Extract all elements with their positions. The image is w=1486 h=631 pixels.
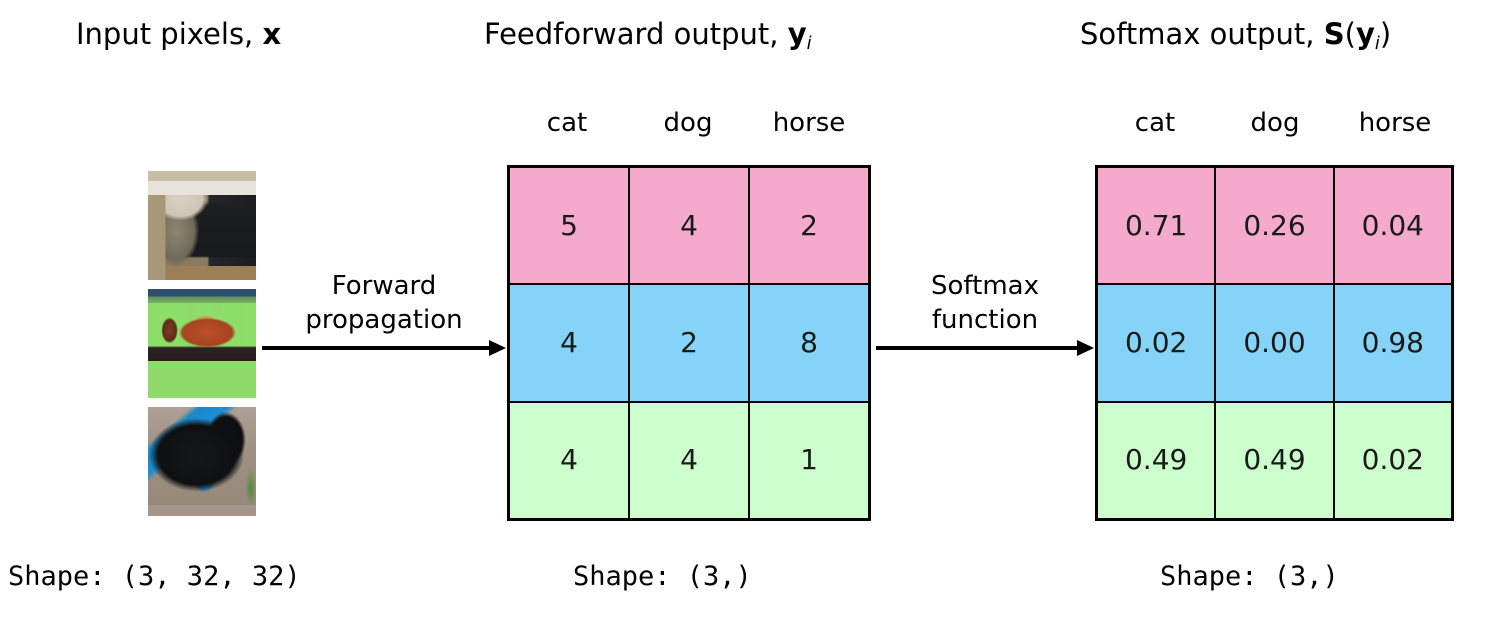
softmax-cell-r2c2: 0.00: [1216, 285, 1333, 401]
logits-cell-r2c2: 2: [630, 285, 748, 401]
softmax-title-subscript: i: [1374, 33, 1380, 55]
forward-propagation-label: Forward propagation: [262, 270, 506, 338]
logits-header-cat: cat: [546, 108, 588, 138]
softmax-cell-r2c3: 0.98: [1334, 285, 1451, 401]
feedforward-title-subscript: i: [806, 33, 812, 55]
softmax-arrow-line: [876, 346, 1077, 350]
logits-header-horse: horse: [772, 108, 846, 138]
softmax-cell-r3c1: 0.49: [1098, 402, 1215, 518]
logits-cell-r1c1: 5: [510, 168, 628, 284]
softmax-cell-r2c1: 0.02: [1098, 285, 1215, 401]
softmax-title-function: S: [1323, 17, 1345, 51]
feedforward-title-variable: y: [787, 17, 807, 51]
logits-cell-r1c2: 4: [630, 168, 748, 284]
softmax-cell-r1c1: 0.71: [1098, 168, 1215, 284]
forward-propagation-line2: propagation: [305, 305, 463, 336]
logits-cell-r1c3: 2: [750, 168, 868, 284]
horse-thumbnail: [148, 289, 256, 398]
softmax-cell-r3c2: 0.49: [1216, 402, 1333, 518]
forward-arrow-head: [489, 340, 506, 356]
logits-cell-r3c2: 4: [630, 402, 748, 518]
logits-cell-r3c3: 1: [750, 402, 868, 518]
softmax-function-arrow: Softmax function: [876, 240, 1094, 356]
forward-arrow-line: [262, 346, 489, 350]
page-title-feedforward: Feedforward output, yi: [484, 20, 812, 53]
softmax-title-close-paren: ): [1379, 17, 1392, 51]
softmax-title-variable: y: [1355, 17, 1375, 51]
logits-header-dog: dog: [663, 108, 713, 138]
input-shape-label: Shape: (3, 32, 32): [8, 561, 301, 592]
logits-cell-r2c3: 8: [750, 285, 868, 401]
feedforward-title-text: Feedforward output,: [484, 17, 788, 51]
page-title-input: Input pixels, x: [76, 20, 281, 49]
cat-thumbnail: [148, 171, 256, 280]
logits-table: 5 4 2 4 2 8 4 4 1: [507, 165, 871, 521]
softmax-cell-r1c2: 0.26: [1216, 168, 1333, 284]
logits-cell-r2c1: 4: [510, 285, 628, 401]
softmax-cell-r3c3: 0.02: [1334, 402, 1451, 518]
softmax-header-dog: dog: [1250, 108, 1300, 138]
dog-thumbnail: [148, 407, 256, 516]
softmax-function-label: Softmax function: [876, 270, 1094, 338]
page-title-softmax: Softmax output, S(yi): [1080, 20, 1391, 53]
softmax-title-text: Softmax output,: [1080, 17, 1324, 51]
input-title-variable: x: [262, 17, 282, 51]
softmax-shape-label: Shape: (3,): [1160, 561, 1339, 592]
softmax-function-line2: function: [931, 305, 1039, 336]
softmax-header-horse: horse: [1358, 108, 1432, 138]
softmax-title-open-paren: (: [1344, 17, 1356, 51]
softmax-function-line1: Softmax: [931, 271, 1039, 302]
forward-propagation-arrow: Forward propagation: [262, 240, 506, 356]
softmax-cell-r1c3: 0.04: [1334, 168, 1451, 284]
logits-cell-r3c1: 4: [510, 402, 628, 518]
softmax-table: 0.71 0.26 0.04 0.02 0.00 0.98 0.49 0.49 …: [1095, 165, 1454, 521]
forward-propagation-line1: Forward: [331, 271, 437, 302]
softmax-arrow-head: [1077, 340, 1094, 356]
input-title-text: Input pixels,: [76, 17, 263, 51]
feedforward-shape-label: Shape: (3,): [573, 561, 752, 592]
softmax-header-cat: cat: [1134, 108, 1176, 138]
